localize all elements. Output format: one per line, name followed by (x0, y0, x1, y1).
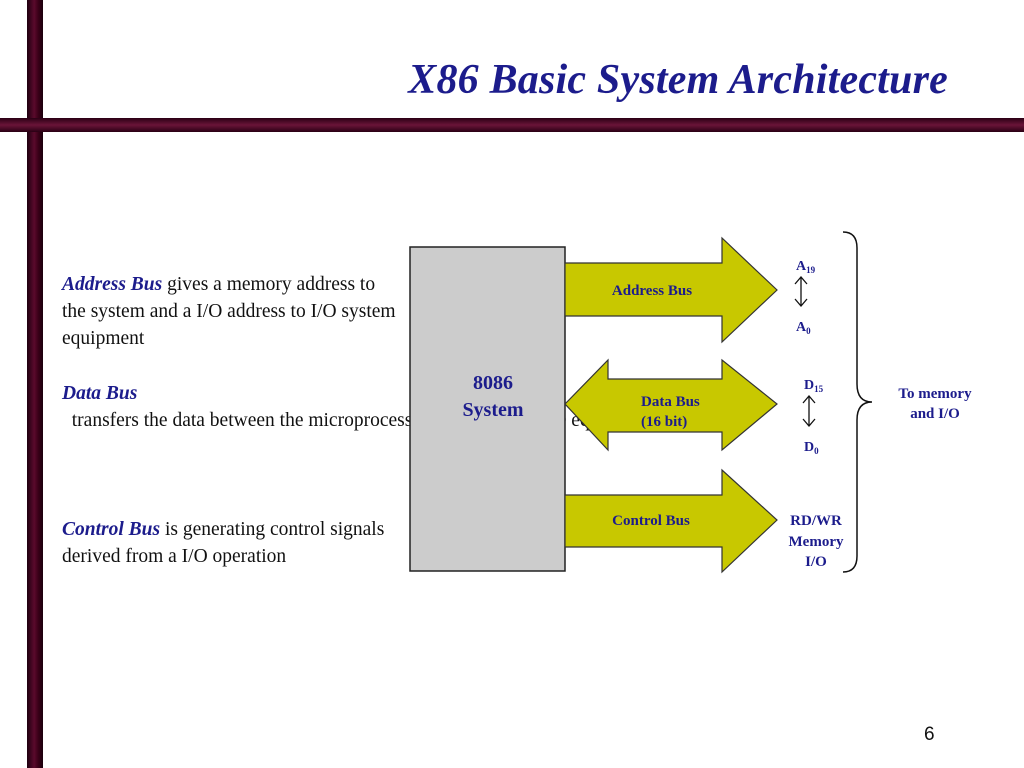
data-range-double-arrow-icon (802, 395, 816, 427)
address-range-double-arrow-icon (794, 276, 808, 307)
system-label-line2: System (462, 399, 523, 421)
address-bus-label: Address Bus (612, 283, 692, 299)
io-signal-label: I/O (805, 554, 827, 570)
control-bus-description: Control Bus is generating control signal… (62, 516, 402, 570)
system-label-line1: 8086 (473, 372, 513, 394)
a19-label: A19 (796, 259, 816, 275)
data-bus-term: Data Bus (62, 383, 138, 404)
address-bus-term: Address Bus (62, 274, 163, 295)
d0-label: D0 (804, 440, 819, 456)
title-underline-bar (0, 118, 1024, 132)
destination-label-line1: To memory (898, 386, 972, 402)
memory-signal-label: Memory (789, 534, 844, 550)
rd-wr-label: RD/WR (790, 513, 842, 529)
control-bus-text: is generating control signals derived fr… (62, 519, 385, 567)
data-bus-arrow (564, 358, 778, 452)
slide-title: X86 Basic System Architecture (408, 57, 948, 103)
control-bus-arrow (564, 468, 778, 574)
address-bus-text: gives a memory address to the system and… (62, 274, 396, 349)
data-bus-width-label: (16 bit) (641, 414, 687, 430)
grouping-brace (842, 231, 873, 573)
address-bus-arrow (564, 236, 778, 344)
a0-label: A0 (796, 320, 811, 336)
d15-label: D15 (804, 378, 824, 394)
system-box (409, 246, 566, 572)
data-bus-label: Data Bus (641, 394, 700, 410)
left-decor-bar (27, 0, 43, 768)
page-number: 6 (924, 724, 935, 745)
control-bus-term: Control Bus (62, 519, 161, 540)
address-bus-description: Address Bus gives a memory address to th… (62, 271, 402, 352)
control-bus-label: Control Bus (612, 513, 690, 529)
destination-label-line2: and I/O (910, 406, 960, 422)
